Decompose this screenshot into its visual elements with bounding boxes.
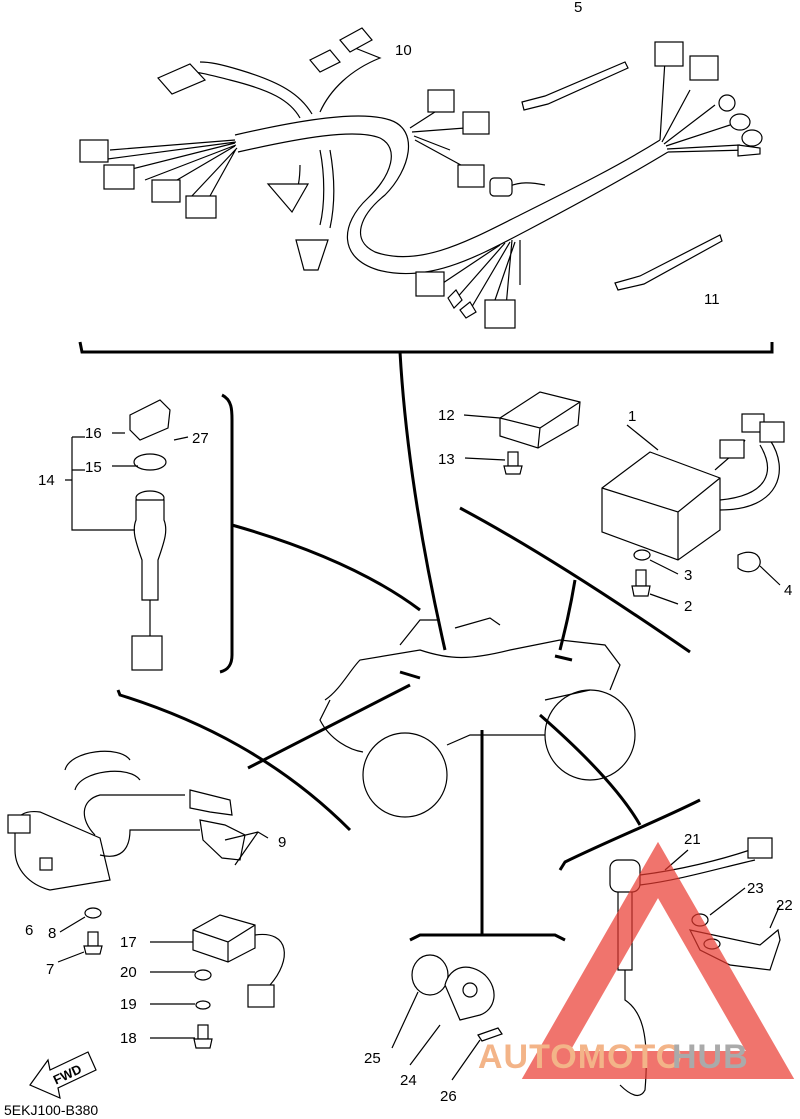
callout-25: 25 — [364, 1050, 381, 1067]
harness-connector-icon — [157, 63, 207, 95]
callout-11: 11 — [704, 291, 720, 308]
callout-13: 13 — [438, 451, 455, 468]
harness-connector-icon — [462, 111, 490, 135]
callout-4: 4 — [784, 582, 792, 599]
leader-line — [231, 523, 421, 612]
cable-tie-11 — [614, 234, 723, 291]
bolt-icon — [87, 931, 99, 947]
callout-27: 27 — [192, 430, 209, 447]
callout-18: 18 — [120, 1030, 137, 1047]
section-bracket — [459, 506, 691, 654]
section-bracket — [116, 689, 352, 832]
callout-14: 14 — [38, 472, 55, 489]
callout-15: 15 — [85, 459, 102, 476]
callout-17: 17 — [120, 934, 137, 951]
leader-line — [224, 831, 269, 866]
terminal-icon — [729, 113, 751, 131]
callout-8: 8 — [48, 925, 56, 942]
callout-6: 6 — [25, 922, 33, 939]
section-bracket — [409, 933, 566, 942]
rectifier-regulator — [601, 413, 785, 561]
callout-26: 26 — [440, 1088, 457, 1105]
leader-line — [247, 683, 411, 770]
callout-22: 22 — [776, 897, 793, 914]
bolt-icon — [631, 585, 651, 597]
harness-connector-icon — [103, 164, 135, 190]
harness-connector-icon — [415, 271, 445, 297]
section-bracket — [558, 798, 701, 871]
callout-3: 3 — [684, 567, 692, 584]
callout-16: 16 — [85, 425, 102, 442]
harness-connector-icon — [654, 41, 684, 67]
harness-connector-icon — [427, 89, 455, 113]
harness-connector-icon — [185, 195, 217, 219]
leader-line — [398, 351, 447, 651]
relay-17 — [150, 914, 285, 1049]
harness-connector-icon — [79, 139, 109, 163]
callout-12: 12 — [438, 407, 455, 424]
bolt-13 — [464, 451, 523, 475]
callout-9: 9 — [278, 834, 286, 851]
bolt-icon — [635, 569, 647, 587]
cable-tie-5 — [521, 61, 629, 111]
callout-21: 21 — [684, 831, 701, 848]
harness-connector-icon — [489, 177, 513, 197]
terminal-icon — [718, 94, 736, 112]
harness-connector-icon — [457, 164, 485, 188]
washer-icon — [633, 549, 651, 561]
washer-icon — [84, 907, 102, 919]
terminal-icon — [741, 129, 763, 147]
harness-connector-icon — [689, 55, 719, 81]
atv-silhouette — [319, 617, 636, 818]
callout-23: 23 — [747, 880, 764, 897]
clamp-icon — [737, 551, 761, 573]
callout-10: 10 — [395, 42, 412, 59]
diagram-code: 5EKJ100-B380 — [4, 1102, 98, 1118]
warning-triangle-icon — [521, 841, 795, 1079]
callout-19: 19 — [120, 996, 137, 1013]
fwd-arrow: FWD — [29, 1051, 97, 1100]
callout-7: 7 — [46, 961, 54, 978]
watermark-text-b: HUB — [672, 1038, 749, 1076]
watermark-text-a: AUTOMOTO — [478, 1038, 683, 1076]
main-switch-assembly — [65, 393, 234, 674]
callout-20: 20 — [120, 964, 137, 981]
harness-connector-icon — [151, 179, 181, 203]
callout-1: 1 — [628, 408, 636, 425]
section-bracket — [78, 341, 774, 354]
terminal-icon — [737, 144, 761, 157]
leader-line — [558, 579, 577, 651]
callout-5: 5 — [574, 0, 582, 16]
bullet-terminal-icon — [447, 289, 477, 319]
wire-harness — [79, 27, 763, 329]
plug-connector-icon — [309, 27, 373, 73]
callout-24: 24 — [400, 1072, 417, 1089]
sensor-assembly — [391, 954, 503, 1081]
watermark-logo: AUTOMOTO HUB — [478, 841, 795, 1079]
triangle-connector-icon — [266, 183, 310, 214]
callout-2: 2 — [684, 598, 692, 615]
key-icon — [129, 399, 171, 441]
bolt-icon — [83, 945, 103, 955]
ignition-coil — [7, 750, 246, 891]
harness-connector-icon — [484, 299, 516, 329]
triangle-connector-icon — [295, 239, 329, 271]
leader-line — [539, 713, 642, 826]
relay-12 — [463, 391, 581, 449]
